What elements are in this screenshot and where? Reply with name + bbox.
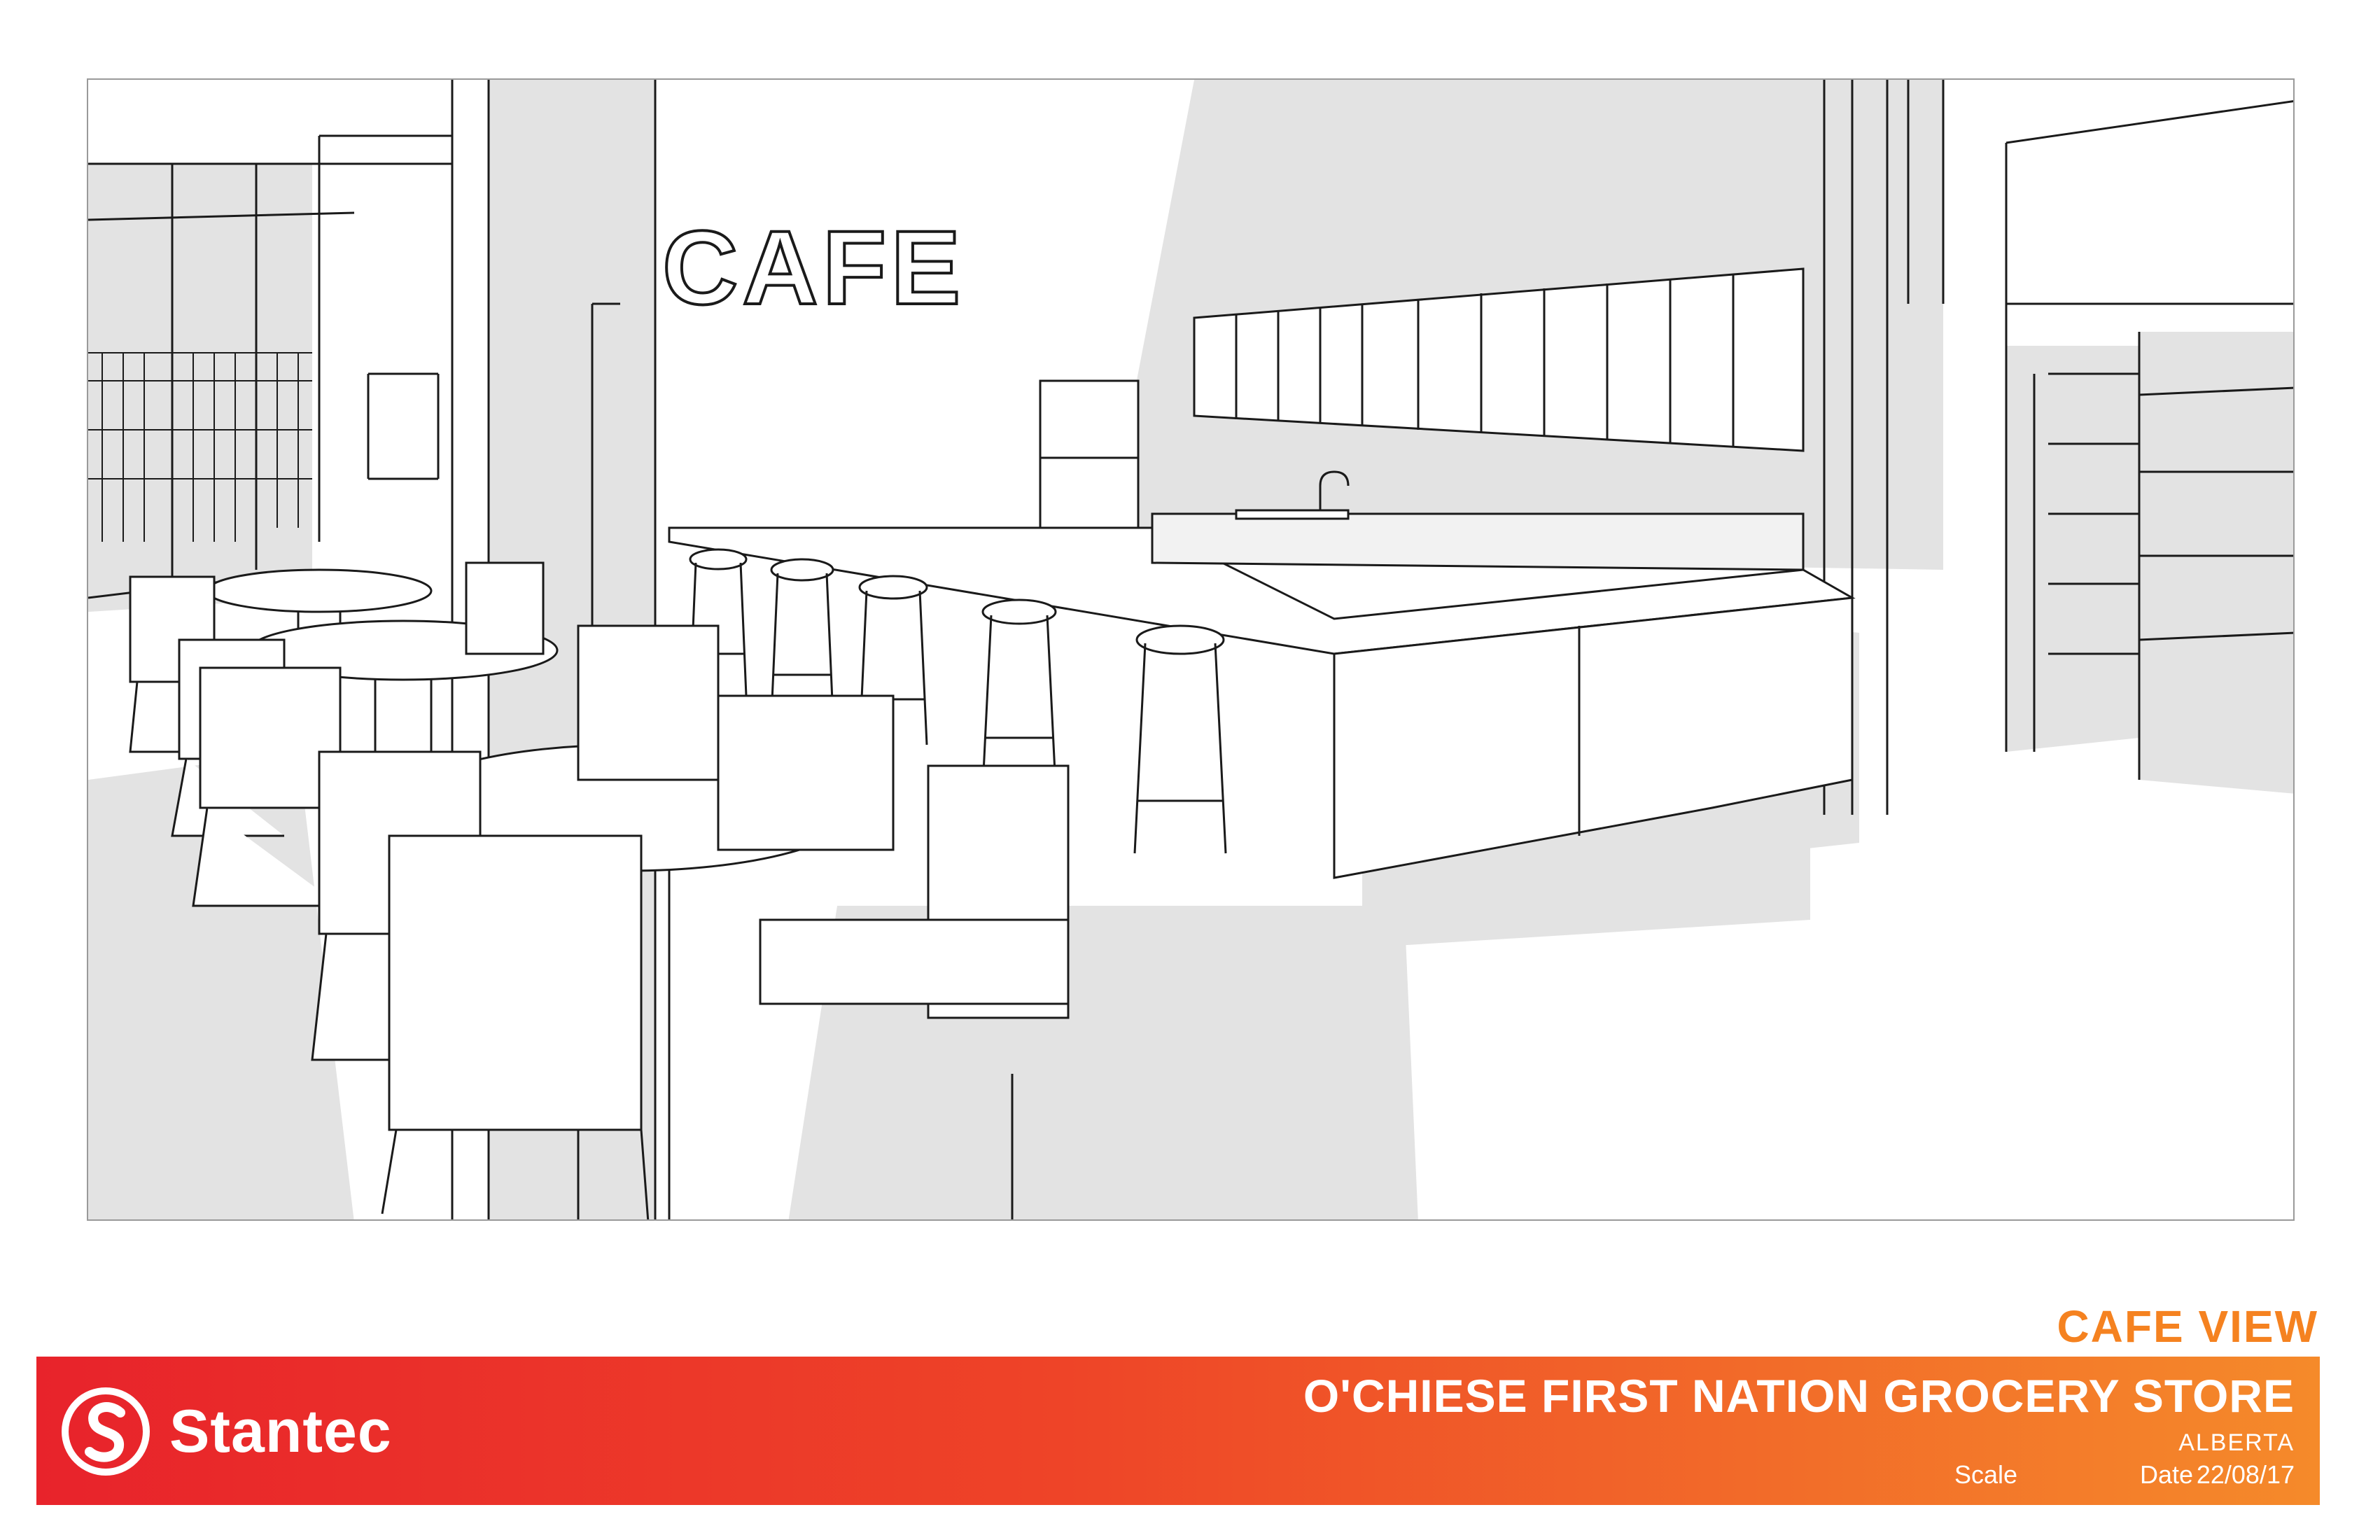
brand-name: Stantec	[169, 1397, 392, 1465]
cafe-counter	[668, 470, 1856, 879]
bar-stool	[770, 558, 834, 718]
chair	[577, 624, 720, 781]
chair	[192, 666, 342, 907]
chair	[381, 834, 650, 1219]
chair	[759, 764, 1070, 1219]
drawing-viewport: CAFE	[87, 78, 2295, 1221]
chair	[717, 694, 895, 851]
title-block-banner: Stantec O'CHIESE FIRST NATION GROCERY ST…	[36, 1357, 2320, 1505]
project-name: O'CHIESE FIRST NATION GROCERY STORE	[1303, 1370, 2295, 1422]
window-mullions	[88, 352, 312, 542]
date-label: Date	[2140, 1460, 2194, 1489]
scale-label: Scale	[1954, 1460, 2018, 1489]
project-location: ALBERTA	[2178, 1429, 2295, 1456]
cafe-chairs	[129, 561, 1070, 1219]
bar-stools	[689, 548, 1227, 854]
stantec-s-logo-icon	[62, 1387, 150, 1476]
view-title: CAFE VIEW	[2057, 1301, 2318, 1352]
brand-logo: Stantec	[59, 1385, 392, 1478]
chair	[465, 561, 545, 655]
cafe-perspective-sketch: CAFE	[88, 80, 2293, 1219]
bar-stool	[981, 598, 1057, 788]
upper-cabinets	[1193, 267, 1805, 452]
cafe-sign: CAFE	[662, 209, 965, 326]
bar-stool	[689, 548, 748, 696]
bar-stool	[1133, 624, 1227, 854]
date-value: 22/08/17	[2196, 1460, 2295, 1489]
